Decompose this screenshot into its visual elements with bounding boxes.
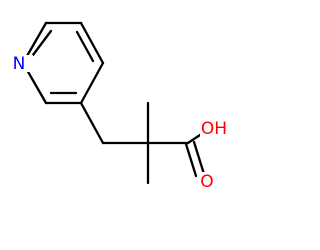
o-label-mask	[197, 172, 217, 191]
pyridine-ring	[21, 21, 105, 105]
bond-carbonyl-2	[192, 140, 206, 176]
oh-label-mask	[200, 119, 232, 140]
structure-diagram: N OH O	[12, 21, 232, 192]
side-chain	[79, 101, 206, 185]
n-label-mask	[13, 55, 33, 72]
molecule-canvas: N OH O	[12, 21, 232, 192]
bond-c3-c4	[79, 21, 105, 65]
bond-c4-c5-double	[75, 30, 95, 63]
carbonyl-oxygen-atom-label: O	[200, 172, 213, 192]
bond-carboxyl-c-oh	[186, 133, 202, 145]
bond-c4-c5	[79, 61, 105, 105]
bond-carbonyl-1	[184, 142, 198, 178]
bond-ring-ch2	[79, 101, 105, 145]
hydroxyl-group-label: OH	[201, 119, 227, 139]
nitrogen-atom-label: N	[13, 54, 26, 74]
bond-c2-c3-double	[31, 29, 53, 57]
